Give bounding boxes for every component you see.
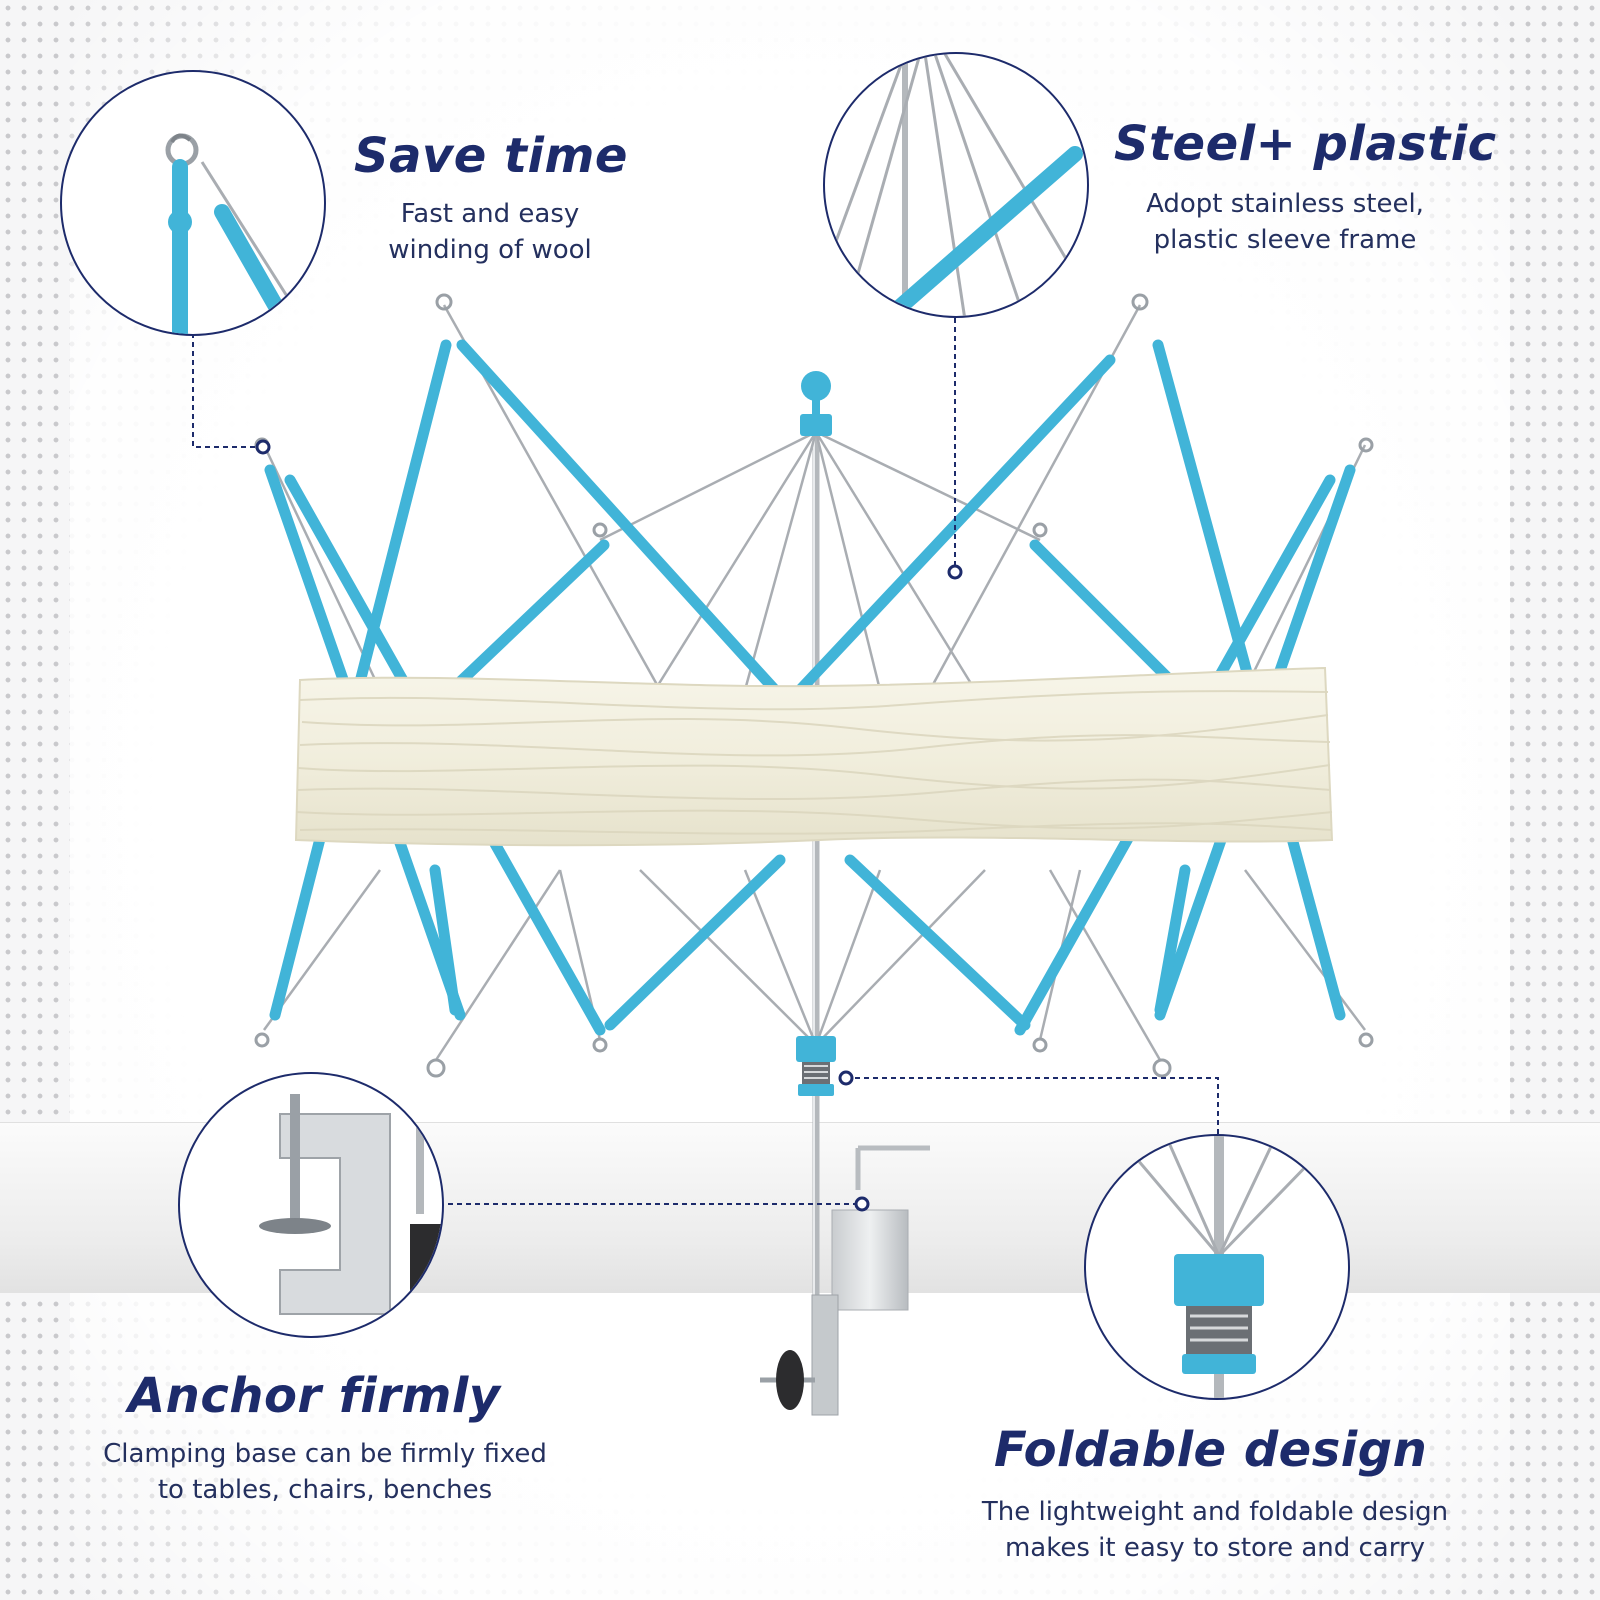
center-pole [812, 418, 820, 1400]
foldable-design-heading: Foldable design [994, 1422, 1428, 1478]
callout-connectors [192, 318, 1219, 1205]
anchor-firmly-description-line1: Clamping base can be firmly fixed [103, 1439, 547, 1469]
callout-circle-foldable [1084, 1134, 1350, 1400]
steel-plastic-heading: Steel+ plastic [1114, 116, 1497, 172]
callout-circle-save-time [60, 70, 326, 336]
spring-hub [796, 1036, 836, 1096]
foldable-design-description-line1: The lightweight and foldable design [981, 1497, 1449, 1527]
ring-hooks [254, 293, 1374, 1078]
save-time-description-line1: Fast and easy [400, 199, 580, 229]
callout-anchor-dots [255, 439, 963, 1212]
top-hub [800, 371, 832, 436]
foldable-design-description-line2: makes it easy to store and carry [1004, 1533, 1426, 1563]
spring-hub-icon [1124, 1136, 1318, 1398]
callout-circle-steel-plastic [823, 52, 1089, 318]
anchor-firmly-description-line2: to tables, chairs, benches [157, 1475, 493, 1505]
yarn-hank [294, 666, 1334, 847]
save-time-heading: Save time [354, 128, 628, 184]
ring-hook-icon [165, 133, 301, 334]
callout-circle-anchor [178, 1072, 444, 1338]
table-clamp [760, 1145, 930, 1416]
steel-plastic-description-line2: plastic sleeve frame [1153, 225, 1417, 255]
save-time-description-line2: winding of wool [388, 235, 592, 265]
anchor-firmly-heading: Anchor firmly [128, 1368, 501, 1424]
steel-plastic-description-line1: Adopt stainless steel, [1146, 189, 1424, 219]
table-clamp-icon [259, 1074, 442, 1334]
steel-rod-icon [833, 54, 1083, 316]
